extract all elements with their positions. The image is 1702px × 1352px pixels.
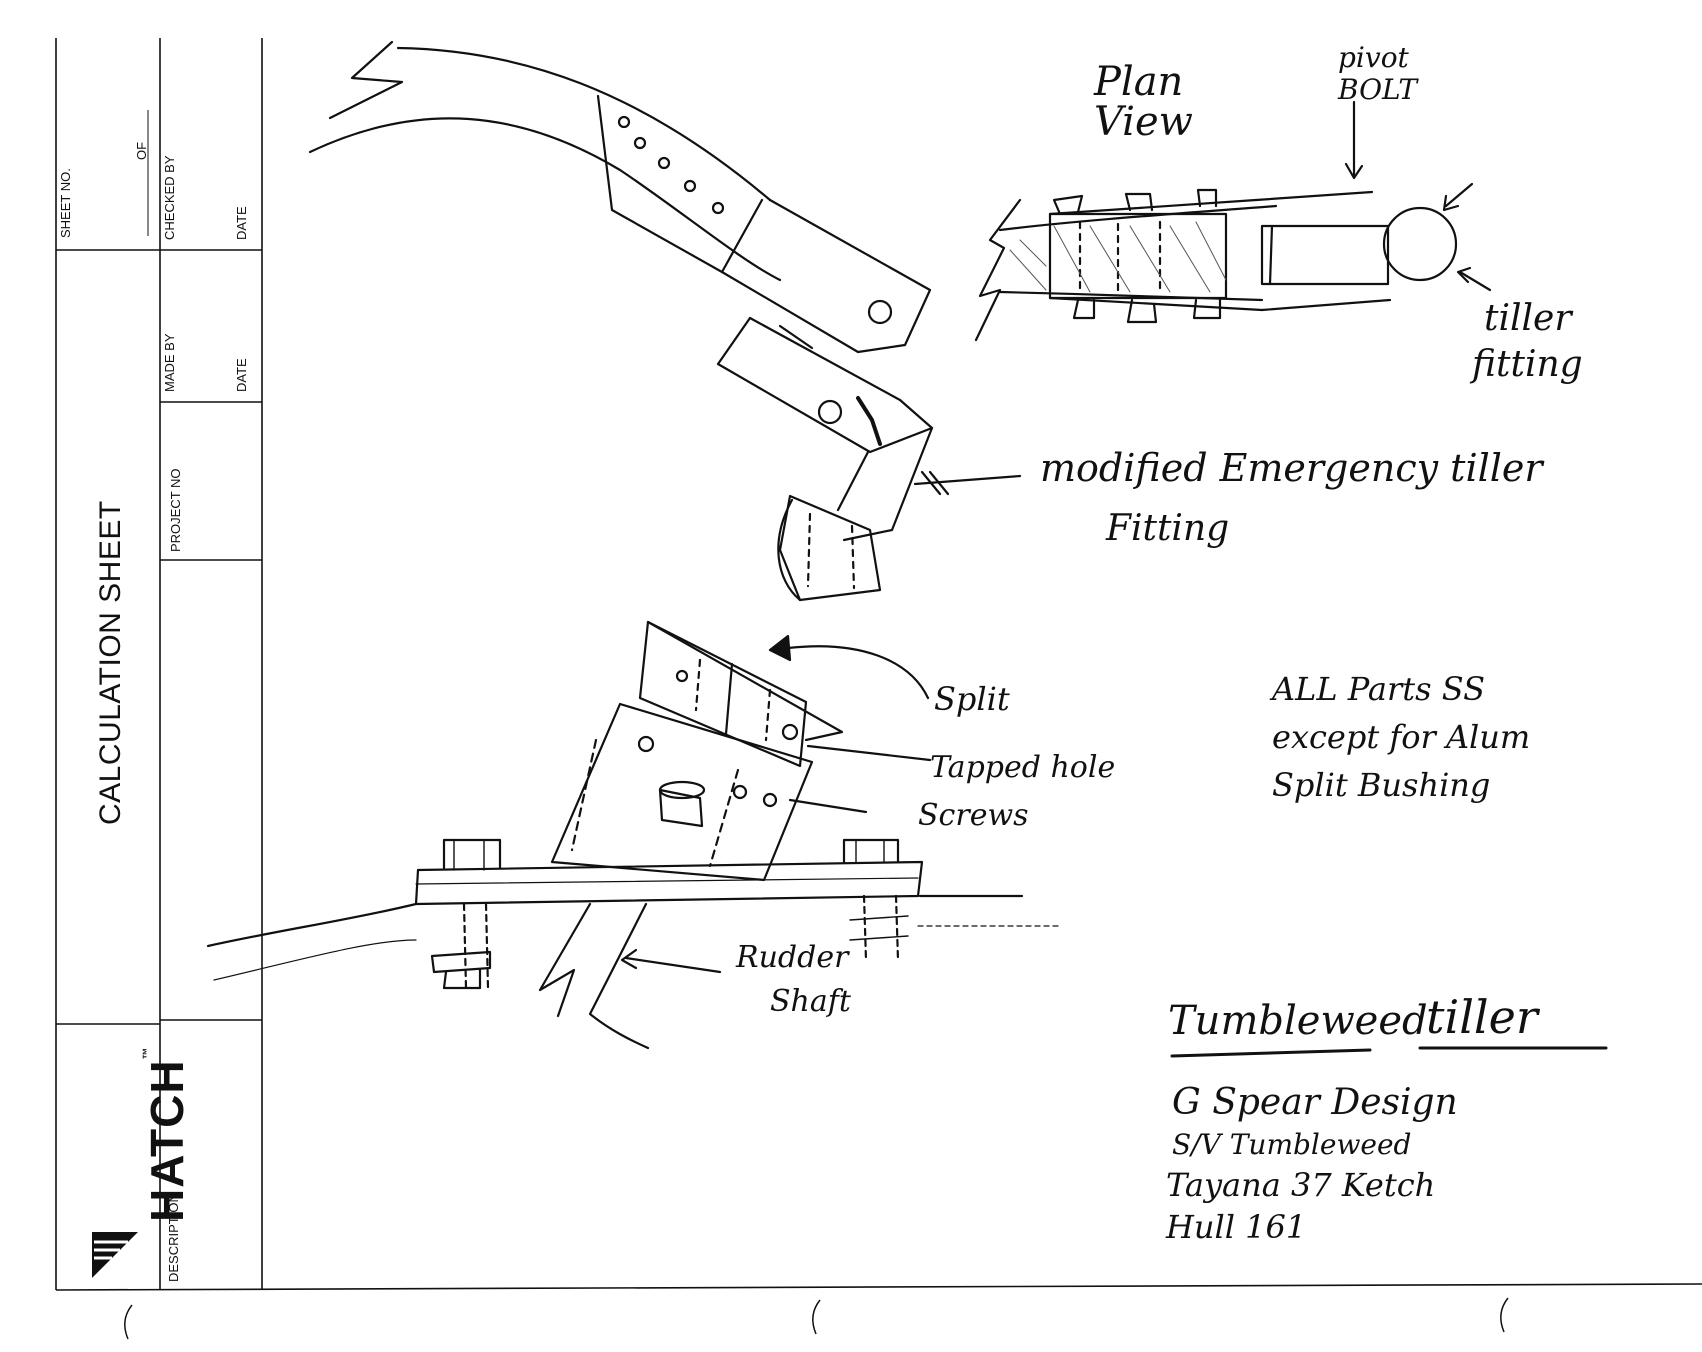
credit-line-1: G Spear Design <box>1172 1082 1458 1123</box>
modified-fitting-sketch <box>716 316 1022 602</box>
rudder-shaft-label-2: Shaft <box>770 984 851 1019</box>
credit-line-3: Tayana 37 Ketch <box>1166 1166 1436 1204</box>
drawing-title-2: tiller <box>1426 990 1538 1044</box>
modified-fitting-label-1: modified Emergency tiller <box>1040 446 1543 490</box>
all-parts-label-3: Split Bushing <box>1272 766 1491 804</box>
rudder-assembly-sketch <box>206 620 1061 1050</box>
all-parts-label-2: except for Alum <box>1272 718 1531 756</box>
credit-line-4: Hull 161 <box>1166 1208 1307 1246</box>
tiller-fitting-label-1: tiller <box>1484 298 1572 339</box>
rudder-shaft-label-1: Rudder <box>736 940 849 975</box>
screws-label: Screws <box>918 798 1029 833</box>
split-label: Split <box>934 680 1010 718</box>
modified-fitting-label-2: Fitting <box>1106 508 1230 549</box>
tiller-fitting-label-2: fitting <box>1472 344 1583 385</box>
tapped-hole-label: Tapped hole <box>930 750 1116 785</box>
all-parts-label-1: ALL Parts SS <box>1272 670 1485 708</box>
drawing-title-1: Tumbleweed <box>1168 998 1428 1044</box>
tiller-arm-sketch <box>308 40 932 354</box>
pivot-bolt-label: pivot BOLT <box>1338 41 1418 106</box>
credit-line-2: S/V Tumbleweed <box>1172 1128 1412 1161</box>
hatch-logo-icon <box>92 1232 138 1278</box>
plan-view-label: Plan View <box>1094 59 1193 145</box>
plan-view-sketch <box>974 100 1492 342</box>
